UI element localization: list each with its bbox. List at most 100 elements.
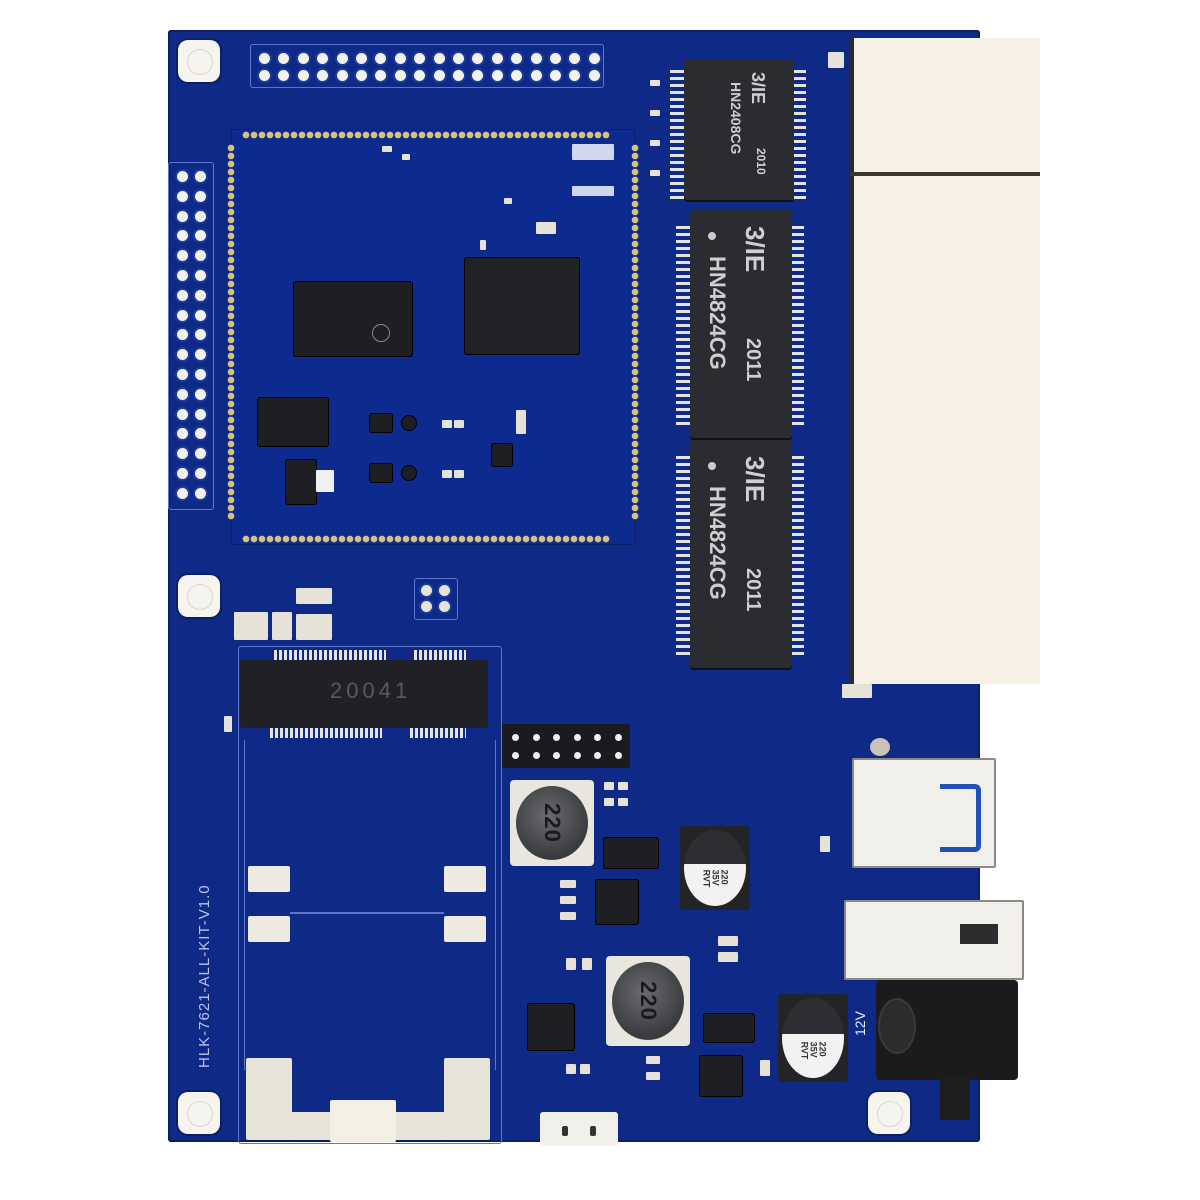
jumper-pin: [553, 752, 560, 759]
transformer-pins: [790, 456, 804, 656]
smd-passive: [566, 1064, 576, 1074]
usb3-blue-tongue-icon: [940, 784, 981, 852]
mounting-hole-mid-left: [178, 575, 220, 617]
rj45-jack-quad[interactable]: [850, 176, 1040, 684]
jumper-pin: [512, 752, 519, 759]
header-pin: [297, 70, 309, 81]
core-module: [226, 130, 640, 544]
header-pin: [177, 468, 188, 479]
smd-passive: [454, 420, 464, 428]
header-pin: [336, 53, 348, 64]
header-pin: [569, 70, 581, 81]
m2-contacts: [274, 650, 386, 660]
header-pin: [278, 70, 290, 81]
header-pin: [453, 70, 464, 81]
header-pin: [472, 53, 484, 64]
header-pin: [195, 369, 206, 380]
header-pin: [530, 53, 542, 64]
header-pin: [177, 487, 188, 499]
header-pin: [177, 230, 188, 242]
header-pin: [491, 53, 503, 64]
header-pin: [195, 448, 206, 460]
header-pin: [356, 70, 367, 81]
top-pin-header: [250, 44, 604, 88]
jumper-pin: [573, 752, 581, 759]
transformer-brand: 3/IE: [748, 72, 768, 105]
header-pin: [530, 70, 542, 81]
jumper-pin: [512, 734, 519, 741]
jumper-pin: [532, 734, 540, 741]
module-castellated-left: [226, 144, 236, 520]
header-pin: [195, 388, 206, 400]
card-area: [244, 740, 496, 1070]
header-pin: [195, 250, 206, 262]
header-pin: [317, 70, 329, 81]
led: [224, 716, 232, 732]
header-pin: [195, 329, 206, 341]
pin1-dot: [708, 462, 716, 470]
ethernet-transformer-bottom: 3/IE HN4824CG 2011: [690, 440, 792, 668]
smd-passive: [580, 1064, 590, 1074]
header-pin: [259, 53, 270, 64]
dc-dc-converter-ic-1: [596, 880, 638, 924]
smd-passive: [582, 958, 592, 970]
jumper-header[interactable]: [502, 724, 630, 768]
header-pin: [177, 309, 188, 321]
header-pin: [317, 53, 329, 64]
card-latch-pad: [248, 916, 290, 942]
transformer-pins: [790, 226, 804, 426]
smd-passive: [650, 110, 660, 116]
sim-card-slot[interactable]: [330, 1100, 396, 1142]
smd-passive: [566, 958, 576, 970]
memory-chip: [294, 282, 412, 356]
header-pin: [195, 408, 206, 420]
mpcie-outline: [238, 646, 502, 1144]
resistor-array: [572, 186, 614, 196]
header-pin: [177, 190, 188, 202]
inductor-marking: 220: [636, 981, 661, 1021]
header-pin: [195, 349, 206, 361]
header-pin: [511, 70, 523, 81]
header-pin: [414, 53, 426, 64]
transformer-part: HN2408CG: [728, 82, 744, 155]
smd-passive: [504, 198, 512, 204]
module-castellated-right: [630, 144, 640, 520]
left-pin-header: [168, 162, 214, 510]
side-switch[interactable]: [940, 1076, 970, 1120]
rj45-jack-single[interactable]: [850, 38, 1040, 172]
m2-contacts: [410, 728, 466, 738]
m2-slot[interactable]: 20041: [240, 660, 488, 728]
transformer-date: 2010: [754, 148, 768, 175]
led: [828, 52, 844, 68]
header-pin: [433, 70, 445, 81]
smd-passive: [560, 880, 576, 888]
smd-passive: [234, 612, 268, 640]
micro-usb-port[interactable]: [540, 1112, 618, 1146]
smd-passive: [296, 588, 332, 604]
header-pin: [433, 53, 445, 64]
silk-line: [290, 912, 444, 914]
header-pin: [195, 210, 206, 222]
power-voltage-label: 12V: [852, 1011, 868, 1036]
smd-passive: [402, 154, 410, 160]
header-pin: [177, 349, 188, 361]
sim-slot-left: [246, 1058, 292, 1140]
smd-passive: [650, 140, 660, 146]
header-pin: [177, 289, 188, 301]
jumper-pin: [614, 752, 622, 759]
transistor: [492, 444, 512, 466]
transformer-date: 2011: [742, 568, 764, 612]
module-castellated-bottom: [242, 534, 610, 544]
header-pin: [259, 70, 270, 81]
transformer-pins: [670, 70, 684, 200]
header-pin: [195, 190, 206, 202]
usb2-port[interactable]: [844, 900, 1024, 980]
header-pin: [195, 289, 206, 301]
module-castellated-top: [242, 130, 610, 140]
header-pin: [278, 53, 290, 64]
usb3-port[interactable]: [852, 758, 996, 868]
dc-power-jack[interactable]: [876, 980, 1018, 1080]
barrel-opening-icon: [880, 1000, 914, 1052]
header-pin: [588, 70, 600, 81]
header-pin: [177, 270, 188, 281]
